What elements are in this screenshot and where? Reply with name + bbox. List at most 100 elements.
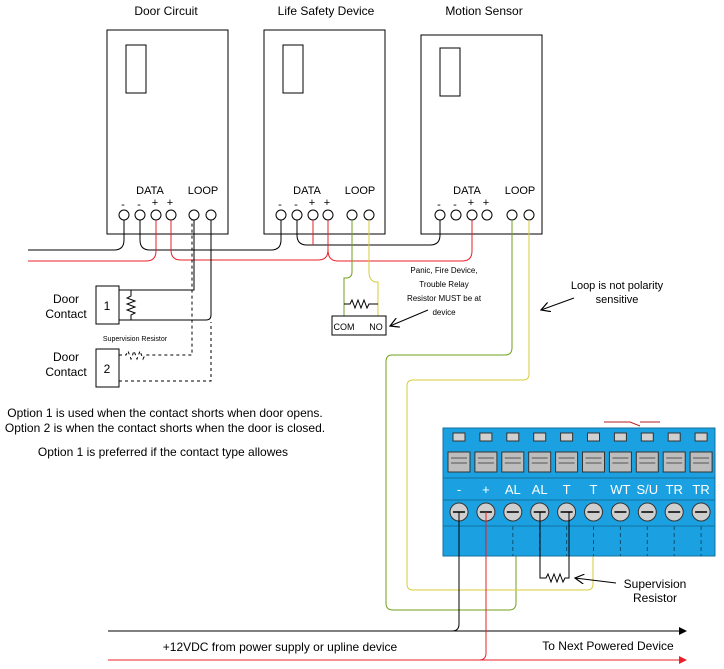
relay-note-arrow bbox=[390, 309, 429, 326]
loop-note-arrow bbox=[541, 297, 575, 310]
terminal-clamp bbox=[528, 451, 552, 473]
terminal-label: AL bbox=[532, 482, 548, 497]
device-title: Motion Sensor bbox=[445, 4, 522, 18]
loop-note-line: sensitive bbox=[596, 294, 639, 306]
polarity-label: + bbox=[167, 197, 173, 209]
supervision-resistor-caption: Supervision Resistor bbox=[103, 336, 168, 343]
terminal-post bbox=[560, 432, 574, 442]
terminal-clamp bbox=[447, 451, 471, 473]
loop-note: Loop is not polarity sensitive bbox=[541, 280, 664, 310]
terminal-clamp bbox=[474, 451, 498, 473]
terminal-clamp bbox=[662, 451, 686, 473]
loop-wire-green bbox=[343, 220, 353, 316]
terminal-clamp-detail bbox=[477, 457, 494, 464]
terminal-label: - bbox=[457, 482, 461, 497]
terminal-post bbox=[613, 432, 627, 442]
terminal-label: T bbox=[563, 482, 571, 497]
polarity-label: - bbox=[453, 199, 457, 211]
relay-box bbox=[331, 315, 387, 336]
door-contact-label: Door bbox=[53, 292, 79, 306]
polarity-label: - bbox=[278, 199, 282, 211]
terminal-clamp-detail bbox=[451, 457, 467, 464]
relay-com-label: COM bbox=[334, 322, 355, 332]
terminal-loop-1 bbox=[506, 209, 518, 221]
door-contact-label: Contact bbox=[45, 307, 87, 321]
terminal-clamp bbox=[608, 451, 632, 473]
relay-resistor bbox=[344, 298, 378, 310]
terminal-clamp-detail bbox=[558, 457, 575, 464]
loop-wire-yellow bbox=[406, 220, 594, 591]
loop-note-line: Loop is not polarity bbox=[571, 280, 664, 292]
device-window bbox=[439, 47, 461, 97]
terminal-clamp bbox=[582, 451, 605, 473]
polarity-label: - bbox=[294, 199, 298, 211]
relay-note: Trouble Relay bbox=[419, 280, 469, 289]
supervision-resistor-label: Resistor bbox=[633, 591, 677, 605]
door-contact-label: Door bbox=[53, 350, 79, 364]
terminal-post bbox=[533, 432, 547, 442]
terminal-clamp bbox=[555, 451, 579, 473]
contact-box bbox=[95, 348, 120, 388]
terminal-block-stub bbox=[604, 421, 660, 427]
contact-number: 1 bbox=[104, 299, 111, 313]
terminal-data-neg-2 bbox=[450, 209, 462, 221]
terminal-post bbox=[452, 432, 466, 442]
relay-note: device bbox=[432, 308, 456, 317]
terminal-clamp bbox=[689, 451, 713, 473]
data-label: DATA bbox=[136, 185, 164, 197]
loop-label: LOOP bbox=[505, 185, 536, 197]
device-motion-sensor: Motion Sensor DATA LOOP - - + + bbox=[420, 4, 543, 235]
loop-label: LOOP bbox=[188, 185, 219, 197]
loop-wire-green bbox=[385, 220, 517, 611]
preferred-text: Option 1 is preferred if the contact typ… bbox=[38, 445, 288, 459]
door-contact-label: Contact bbox=[45, 365, 87, 379]
terminal-post bbox=[640, 432, 654, 442]
terminal-clamp-detail bbox=[693, 457, 710, 464]
next-device-label: To Next Powered Device bbox=[542, 639, 674, 653]
terminal-clamp bbox=[501, 451, 525, 473]
terminal-label: S/U bbox=[636, 482, 658, 497]
power-label: +12VDC from power supply or upline devic… bbox=[163, 640, 398, 654]
terminal-post bbox=[506, 432, 520, 442]
terminal-clamp-detail bbox=[504, 457, 521, 464]
terminal-data-neg-1 bbox=[275, 209, 287, 221]
polarity-label: + bbox=[324, 197, 330, 209]
polarity-label: - bbox=[121, 199, 125, 211]
terminal-post bbox=[587, 432, 600, 442]
terminal-data-neg-1 bbox=[434, 209, 446, 221]
supervision-resistor-label: Supervision bbox=[624, 577, 687, 591]
terminal-loop-2 bbox=[205, 209, 217, 221]
terminal-data-pos-1 bbox=[466, 209, 478, 221]
device-window bbox=[282, 44, 304, 94]
terminal-data-pos-2 bbox=[165, 209, 177, 221]
relay-no-label: NO bbox=[369, 322, 383, 332]
terminal-clamp-detail bbox=[585, 457, 602, 464]
data-bus-red bbox=[28, 220, 473, 262]
contact-box bbox=[95, 285, 120, 325]
door-contact-1: Door Contact 1 Supervision Resistor bbox=[45, 220, 212, 343]
relay: COM NO Panic, Fire Device, Trouble Relay… bbox=[331, 220, 482, 336]
terminal-clamp bbox=[635, 451, 659, 473]
polarity-label: - bbox=[137, 199, 141, 211]
option-text: Option 2 is when the contact shorts when… bbox=[5, 421, 325, 435]
device-window bbox=[125, 44, 147, 94]
terminal-clamp-detail bbox=[639, 457, 656, 464]
terminal-data-neg-2 bbox=[291, 209, 303, 221]
polarity-label: - bbox=[437, 199, 441, 211]
terminal-post bbox=[667, 432, 681, 442]
terminal-loop-2 bbox=[363, 209, 375, 221]
device-life-safety: Life Safety Device DATA LOOP - - + + bbox=[263, 4, 386, 235]
series-resistor bbox=[119, 220, 193, 361]
terminal-loop-2 bbox=[523, 209, 535, 221]
terminal-label: TR bbox=[692, 482, 709, 497]
polarity-label: + bbox=[309, 197, 315, 209]
terminal-block-body bbox=[442, 427, 716, 557]
loop-wire-yellow bbox=[368, 220, 379, 316]
terminal-clamp-detail bbox=[666, 457, 683, 464]
terminal-loop-1 bbox=[188, 209, 200, 221]
terminal-data-pos-1 bbox=[150, 209, 162, 221]
device-title: Door Circuit bbox=[134, 4, 198, 18]
data-label: DATA bbox=[453, 185, 481, 197]
data-label: DATA bbox=[293, 185, 321, 197]
